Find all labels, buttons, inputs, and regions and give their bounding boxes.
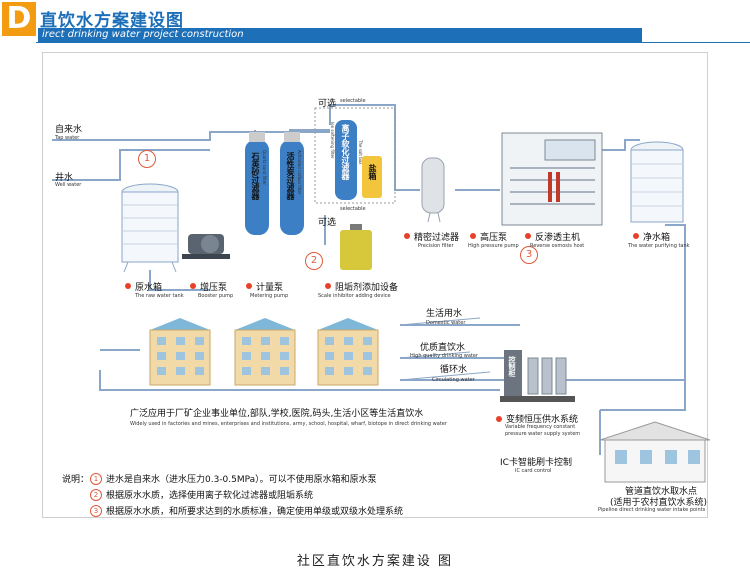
high-quality-water-label: 优质直饮水 [420,343,466,353]
note-text: 根据原水水质，选择使用离子软化过滤器或阻垢系统 [106,491,314,501]
raw-tank-en-label: The raw water tank [135,293,184,299]
note-text: 进水是自来水（进水压力0.3-0.5MPa）。可以不使用原水箱和原水泵 [106,475,377,485]
note-item: 3 根据原水水质，和所要求达到的水质标准，确定使用单级或双级水处理系统 [90,504,403,517]
metering-pump-label: 计量泵 [256,283,284,293]
precision-filter-label: 精密过滤器 [414,233,460,243]
callout-lines [399,317,491,381]
intake-point-note: (适用于农村直饮水系统) [610,498,708,508]
raw-tank-label: 原水箱 [135,283,163,293]
pure-tank-en-label: The water purifying tank [628,243,690,249]
building-3 [317,318,379,386]
intake-point-house [599,421,711,483]
note-number: 2 [90,488,102,501]
vfd-system-en-label-2: pressure water supply system [505,431,581,437]
control-cabinet-label: 控制柜 [508,356,516,377]
note-number: 3 [90,504,102,517]
intake-point-en-label: Pipeline direct drinking water intake po… [598,507,706,513]
page-subtitle: irect drinking water project constructio… [38,28,642,42]
step-marker-3: 3 [520,246,538,264]
header-divider [36,42,750,43]
diagram-caption: 社区直饮水方案建设 图 [296,554,454,569]
marker-dot [470,233,476,239]
high-pressure-pump-label: 高压泵 [480,233,508,243]
ic-card-label: IC卡智能刷卡控制 [500,458,572,468]
selectable-top-en-label: selectable [340,98,366,104]
tap-water-label: 自来水 [55,125,83,135]
note-item: 1 进水是自来水（进水压力0.3-0.5MPa）。可以不使用原水箱和原水泵 [90,472,403,485]
ion-softener-en-label: Ion softening filter [330,122,335,159]
logo-icon: D [2,2,36,36]
ion-softener-box [314,107,396,204]
booster-pump-en-label: Booster pump [198,293,234,299]
marker-dot [325,283,331,289]
selectable-bottom-label: 可选 [318,218,337,228]
selectable-bottom-en-label: selectable [340,206,366,212]
vfd-system-label: 变频恒压供水系统 [506,415,579,425]
circulating-water-label: 循环水 [440,365,468,375]
pure-tank-label: 净水箱 [643,233,671,243]
building-1 [149,318,211,386]
precision-filter [421,157,445,223]
marker-dot [246,283,252,289]
raw-water-tank [121,183,179,273]
ro-host-label: 反渗透主机 [535,233,581,243]
pipes [52,104,686,455]
metering-pump-en-label: Metering pump [250,293,289,299]
page-title: 直饮水方案建设图 [40,11,184,31]
precision-filter-en-label: Precision filter [418,243,454,249]
pure-water-tank [630,141,684,223]
intake-point-label: 管道直饮水取水点 [625,487,698,497]
booster-pump [182,234,230,259]
booster-pump-label: 增压泵 [200,283,228,293]
well-water-label: 井水 [55,173,74,183]
filter-tanks [245,132,304,235]
scale-inhibitor-en-label: Scale inhibitor adding device [318,293,391,299]
diagram-frame [42,52,708,518]
carbon-filter-en-label: Activated carbon filter [297,150,302,195]
step-marker-1: 1 [138,150,156,168]
circulating-water-en-label: Circulating water [432,377,475,383]
high-quality-water-en-label: High quality drinking water [410,353,479,359]
application-label: 广泛应用于厂矿企业事业单位,部队,学校,医院,码头,生活小区等生活直饮水 [130,409,424,419]
well-water-en-label: Well water [55,182,82,188]
tap-water-en-label: Tap water [55,135,80,141]
marker-dot [125,283,131,289]
marker-dot [496,416,502,422]
scale-inhibitor-tank [340,224,372,270]
note-item: 2 根据原水水质，选择使用离子软化过滤器或阻垢系统 [90,488,403,501]
note-text: 根据原水水质，和所要求达到的水质标准，确定使用单级或双级水处理系统 [106,507,404,517]
marker-dot [633,233,639,239]
marker-dot [190,283,196,289]
vfd-pump-set [500,350,575,402]
buildings [149,318,379,386]
scale-inhibitor-label: 阻垢剂添加设备 [335,283,399,293]
note-number: 1 [90,472,102,485]
domestic-water-en-label: Domestic water [426,320,466,326]
step-marker-2: 2 [305,252,323,270]
quartz-filter-label: 石英砂过滤器 [251,152,260,200]
notes-list: 1 进水是自来水（进水压力0.3-0.5MPa）。可以不使用原水箱和原水泵 2 … [90,472,403,517]
salt-box-label: 盐箱 [368,164,377,180]
ro-host [501,132,603,226]
building-2 [234,318,296,386]
domestic-water-label: 生活用水 [426,309,463,319]
ro-host-en-label: Reverse osmosis host [530,243,585,249]
marker-dot [525,233,531,239]
selectable-top-label: 可选 [318,99,337,109]
marker-dot [404,233,410,239]
notes-label: 说明： [62,475,90,485]
vfd-system-en-label-1: Variable frequency constant [505,424,576,430]
ion-softener-label: 离子软化过滤器 [341,124,350,180]
ic-card-en-label: IC card control [515,468,552,474]
high-pressure-pump-en-label: High pressure pump [468,243,519,249]
carbon-filter-label: 活性炭过滤器 [286,152,295,200]
quartz-filter-en-label: Quartz sand filter [262,150,267,185]
salt-box-en-label: The salt box [358,140,363,165]
application-en-label: Widely used in factories and mines, ente… [130,421,447,427]
